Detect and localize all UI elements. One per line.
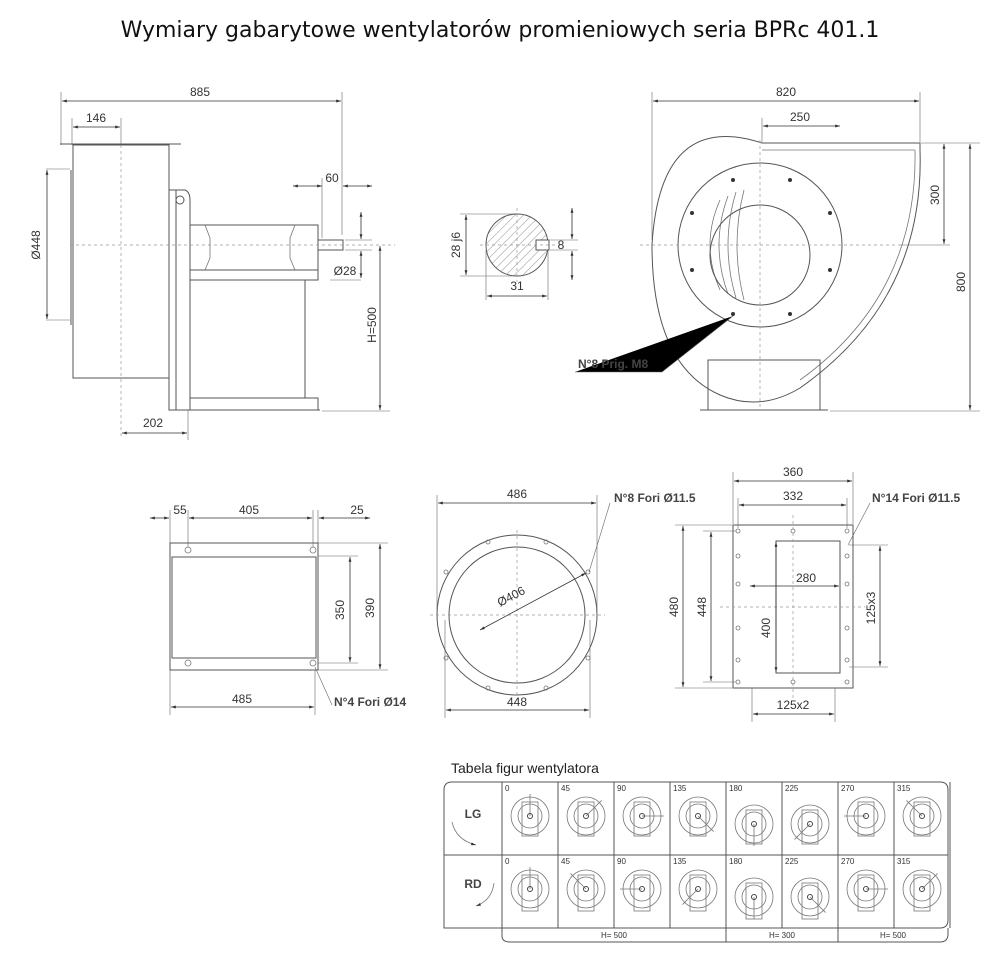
row-label-lg: LG [465, 807, 482, 821]
angle-label: 90 [617, 857, 626, 866]
height-label: H= 300 [769, 931, 796, 940]
fan-housing-icon [566, 796, 606, 836]
inlet-flange: Ø406 486 448 N°8 Fori Ø11.5 [430, 487, 696, 718]
fan-figure-cell: 90 [617, 857, 662, 912]
angle-label: 135 [673, 784, 687, 793]
fan-figure-cell: 315 [897, 857, 942, 912]
dim-125x3: 125x3 [864, 591, 878, 624]
dim-332: 332 [783, 489, 803, 503]
fan-figure-cell: 270 [841, 784, 886, 837]
outlet-direction-icon [697, 815, 714, 832]
fan-housing-icon [902, 796, 942, 836]
fan-housing-icon [790, 804, 830, 844]
dim-280: 280 [796, 571, 816, 585]
dim-shaft-d: 28 j6 [449, 232, 463, 258]
dim-885: 885 [190, 85, 210, 99]
dim-390: 390 [363, 598, 377, 618]
outlet-holes-label: N°14 Fori Ø11.5 [872, 491, 960, 505]
angle-label: 225 [785, 784, 799, 793]
dim-485: 485 [232, 692, 252, 706]
dim-480: 480 [667, 597, 681, 617]
angle-label: 45 [561, 784, 570, 793]
height-label: H= 500 [880, 931, 907, 940]
inlet-holes-label: N°8 Fori Ø11.5 [614, 491, 696, 505]
fan-figure-cell: 0 [505, 784, 550, 837]
dim-350: 350 [333, 600, 347, 620]
outlet-direction-icon [585, 800, 602, 817]
angle-label: 270 [841, 784, 855, 793]
page-title: Wymiary gabarytowe wentylatorów promieni… [120, 18, 880, 43]
figure-table: Tabela figur wentylatora 0 45 90 135 180 225 2… [443, 760, 951, 943]
fan-figure-cell: 270 [841, 857, 888, 912]
fan-figure-cell: 45 [561, 857, 606, 912]
fan-housing-icon [566, 869, 606, 909]
fan-figure-cell: 225 [785, 857, 830, 920]
base-holes-label: N°4 Fori Ø14 [334, 695, 406, 709]
dim-448: 448 [507, 695, 527, 709]
dim-360: 360 [783, 465, 803, 479]
dim-486: 486 [507, 487, 527, 501]
outlet-direction-icon [570, 873, 587, 890]
outlet-direction-icon [906, 800, 923, 817]
base-view: 55 405 25 350 390 485 N°4 Fori Ø14 [149, 503, 406, 715]
angle-label: 270 [841, 857, 855, 866]
fan-housing-icon [790, 877, 830, 917]
fan-figure-cell: 90 [617, 784, 664, 837]
angle-label: 90 [617, 784, 626, 793]
studs-label: N°8 Prig. M8 [578, 357, 648, 371]
dim-25: 25 [350, 503, 364, 517]
fan-figure-cell: 45 [561, 784, 606, 837]
fan-figure-cell: 180 [729, 784, 774, 846]
angle-label: 180 [729, 784, 743, 793]
dim-146: 146 [86, 111, 106, 125]
angle-label: 0 [505, 857, 510, 866]
angle-label: 180 [729, 857, 743, 866]
dim-60: 60 [325, 171, 339, 185]
dim-800: 800 [954, 272, 968, 292]
fan-figure-cell: 135 [673, 857, 718, 912]
front-view: 820 250 300 800 N°8 Prig. M8 [575, 85, 980, 412]
dim-125x2: 125x2 [777, 698, 810, 712]
outlet-direction-icon [809, 896, 826, 913]
dim-height: H=500 [365, 307, 379, 343]
fan-figure-cell: 225 [785, 784, 830, 845]
shaft-section: 28 j6 8 31 [449, 207, 578, 300]
fan-figure-cell: 180 [729, 857, 774, 920]
angle-label: 45 [561, 857, 570, 866]
outlet-direction-icon [921, 873, 938, 890]
dim-250: 250 [790, 110, 810, 124]
dim-202: 202 [143, 416, 163, 430]
angle-label: 225 [785, 857, 799, 866]
dim-inlet-diameter: Ø448 [29, 230, 43, 260]
fan-housing-icon [902, 869, 942, 909]
angle-label: 315 [897, 857, 911, 866]
fan-housing-icon [678, 869, 718, 909]
fan-housing-icon [678, 796, 718, 836]
outlet-direction-icon [682, 888, 699, 905]
dim-shaft-diameter: Ø28 [334, 264, 357, 278]
fan-figure-cell: 0 [505, 857, 550, 912]
dim-key-8: 8 [558, 238, 565, 252]
dim-820: 820 [776, 85, 796, 99]
outlet-flange: 360 332 280 400 480 448 125x3 125x2 N°14… [667, 465, 960, 722]
table-title: Tabela figur wentylatora [451, 760, 599, 776]
side-view: 885 146 Ø448 60 Ø28 H=500 202 [29, 85, 395, 440]
row-label-rd: RD [464, 877, 482, 891]
outlet-direction-icon [794, 823, 811, 840]
dim-bolt-circle: Ø406 [495, 583, 528, 609]
dim-400: 400 [759, 618, 773, 638]
angle-label: 0 [505, 784, 510, 793]
fan-figure-cell: 315 [897, 784, 942, 837]
dim-key-31: 31 [510, 279, 524, 293]
angle-label: 135 [673, 857, 687, 866]
fan-figure-cell: 135 [673, 784, 718, 837]
dim-405: 405 [239, 503, 259, 517]
dim-55: 55 [173, 503, 187, 517]
angle-label: 315 [897, 784, 911, 793]
dim-448-v: 448 [695, 597, 709, 617]
dim-300: 300 [928, 185, 942, 205]
height-label: H= 500 [601, 931, 628, 940]
